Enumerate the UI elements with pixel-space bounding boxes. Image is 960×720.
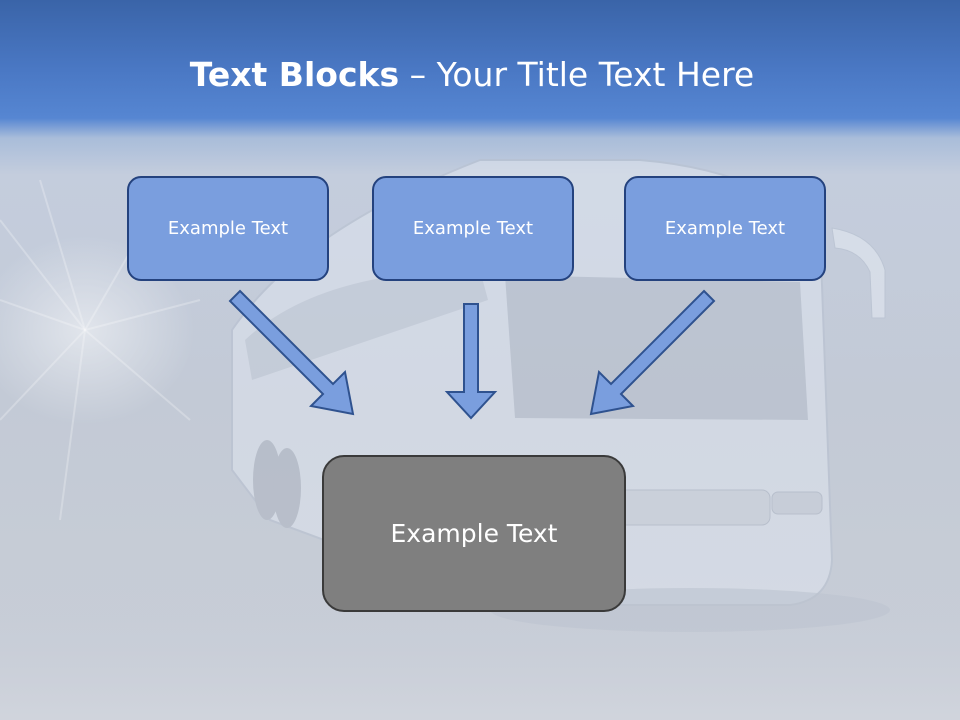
slide-title: Text Blocks – Your Title Text Here [0, 55, 944, 95]
arrow-right [589, 289, 716, 416]
center-text-block-label: Example Text [390, 519, 558, 548]
text-block-2-label: Example Text [412, 218, 534, 239]
text-block-3-label: Example Text [664, 218, 786, 239]
text-block-1: Example Text [127, 176, 329, 281]
center-text-block: Example Text [322, 455, 626, 612]
arrow-middle [444, 303, 498, 420]
title-rest: Your Title Text Here [436, 55, 755, 94]
text-block-1-label: Example Text [167, 218, 289, 239]
arrow-left [228, 289, 355, 416]
title-bold-part: Text Blocks [189, 55, 400, 94]
text-block-2: Example Text [372, 176, 574, 281]
title-separator: – [399, 55, 437, 94]
text-block-3: Example Text [624, 176, 826, 281]
